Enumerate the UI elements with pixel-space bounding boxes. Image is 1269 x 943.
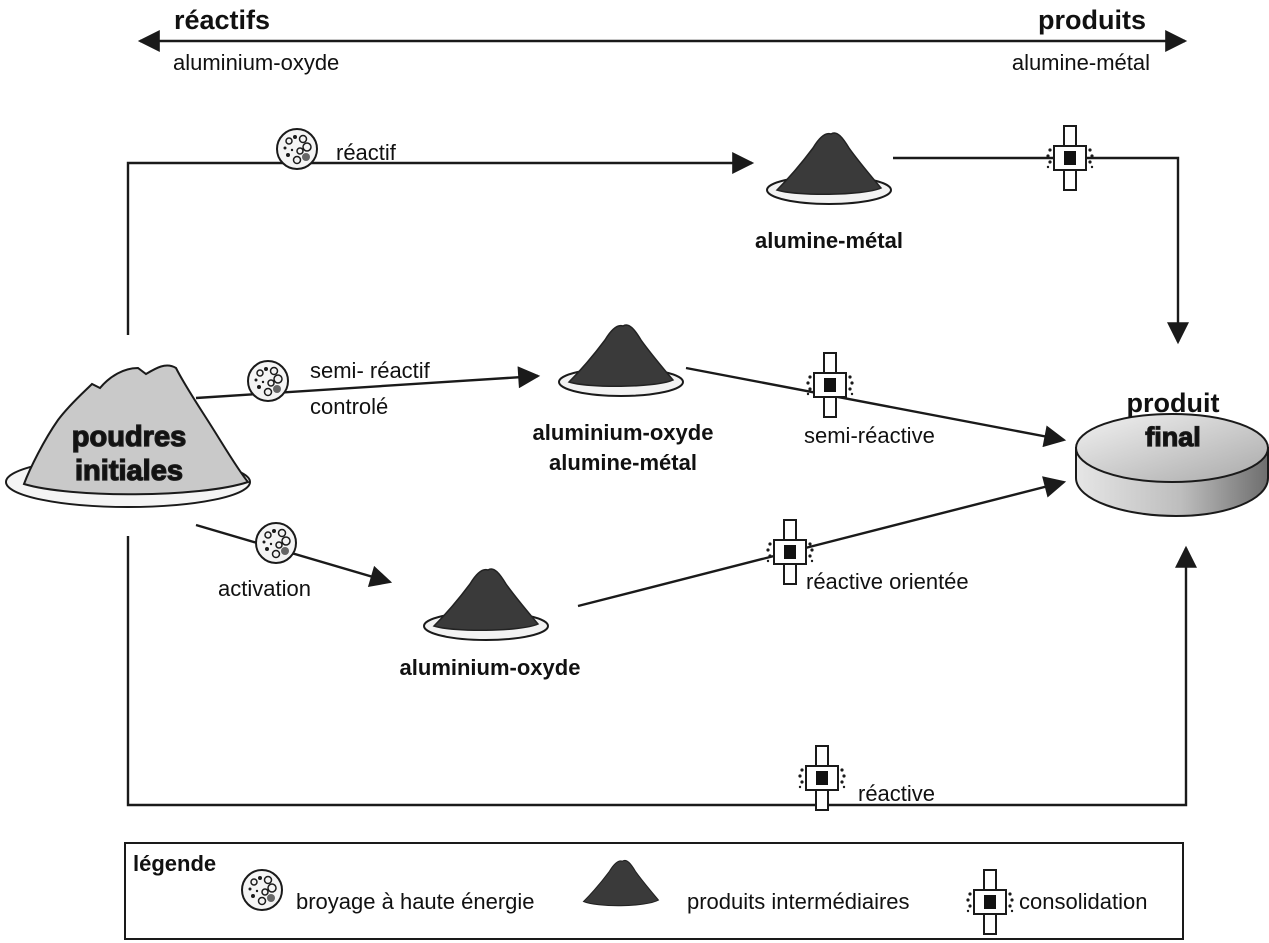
- edge-middle-to-final-line: [685, 366, 1067, 448]
- legend-title: légende: [133, 851, 216, 876]
- edge-label-controle: controlé: [310, 394, 388, 419]
- initial-powders-pile: [5, 364, 251, 508]
- node-label-initiales: initiales: [75, 455, 183, 487]
- ball-mill-icon: [247, 360, 289, 402]
- node-label-aluminium-oxyde-bottom: aluminium-oxyde: [400, 655, 581, 680]
- press-icon: [1045, 125, 1095, 191]
- node-label-aluminium-oxyde-middle: aluminium-oxyde: [533, 420, 714, 445]
- node-label-poudres: poudres: [72, 421, 186, 453]
- node-label-alumine-metal-middle: alumine-métal: [549, 450, 697, 475]
- edge-top-to-final-line: [893, 156, 1189, 345]
- edge-bottom-to-final-line: [577, 476, 1067, 608]
- final-product-disc: [1075, 413, 1269, 518]
- products-subtitle: alumine-métal: [1012, 50, 1150, 75]
- press-icon: [805, 352, 855, 418]
- products-title: produits: [1038, 5, 1146, 35]
- ball-mill-icon: [241, 869, 283, 911]
- ball-mill-icon: [276, 128, 318, 170]
- powder-pile-icon: [766, 131, 892, 205]
- legend-consolidation-label: consolidation: [1019, 889, 1147, 914]
- reactants-title: réactifs: [174, 5, 270, 35]
- edge-reactive-consolidation-line: [126, 536, 1197, 807]
- edge-label-reactive-orientee: réactive orientée: [806, 569, 969, 594]
- edge-label-activation: activation: [218, 576, 311, 601]
- reactants-subtitle: aluminium-oxyde: [173, 50, 339, 75]
- powder-pile-icon: [558, 323, 684, 397]
- edge-reactive-milling-line: [126, 152, 755, 335]
- edge-label-reactive: réactive: [858, 781, 935, 806]
- legend-milling-label: broyage à haute énergie: [296, 889, 535, 914]
- ball-mill-icon: [255, 522, 297, 564]
- legend-intermediate-label: produits intermédiaires: [687, 889, 910, 914]
- edge-label-semi-reactif: semi- réactif: [310, 358, 431, 383]
- node-label-alumine-metal-top: alumine-métal: [755, 228, 903, 253]
- node-label-produit: produit: [1127, 388, 1220, 418]
- powder-pile-icon: [423, 567, 549, 641]
- powder-pile-icon: [582, 859, 660, 907]
- edge-label-reactif: réactif: [336, 140, 397, 165]
- node-label-final: final: [1145, 422, 1201, 452]
- edge-label-semi-reactive: semi-réactive: [804, 423, 935, 448]
- press-icon: [797, 745, 847, 811]
